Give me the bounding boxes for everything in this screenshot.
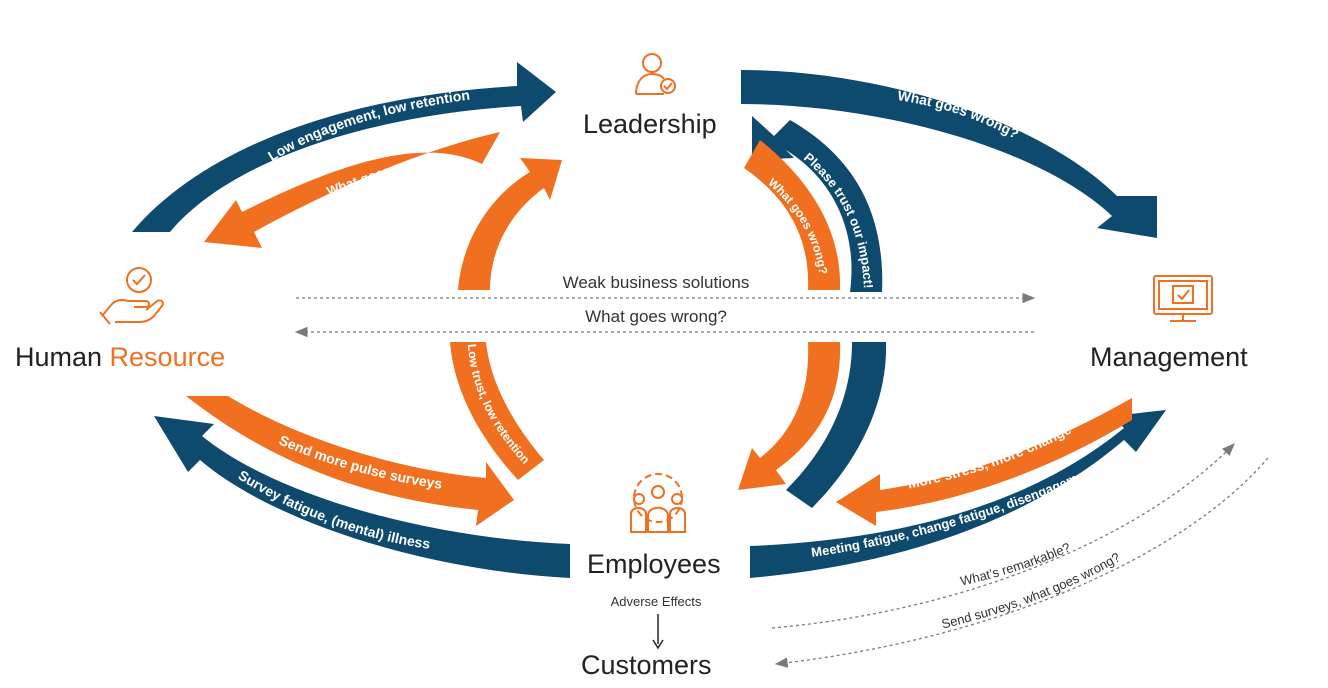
arrow-management-to-employees	[836, 398, 1132, 526]
arrow-employees-to-management	[750, 410, 1166, 578]
arrow-leadership-to-management	[741, 70, 1157, 238]
label-adverse-effects: Adverse Effects	[611, 594, 702, 609]
node-management: Management	[1090, 342, 1248, 372]
node-customers: Customers	[581, 650, 712, 680]
node-employees: Employees	[587, 549, 721, 579]
arrow-hr-to-employees	[186, 396, 514, 526]
arrow-center-down-employees	[738, 342, 841, 490]
node-leadership: Leadership	[583, 109, 717, 139]
center-label-what-goes-wrong: What goes wrong?	[585, 307, 727, 326]
dashed-arrow-send-surveys	[774, 457, 1269, 668]
arrow-center-up-leadership	[458, 158, 562, 290]
center-label-weak-solutions: Weak business solutions	[563, 273, 750, 292]
node-hr-part1: Human	[15, 342, 110, 372]
team-gear-icon	[630, 473, 686, 533]
hand-check-icon	[99, 267, 164, 325]
arrow-hr-to-leadership	[132, 62, 556, 232]
arrow-employees-to-hr	[154, 416, 570, 578]
arrow-management-to-leadership	[752, 116, 883, 292]
arrow-leadership-inner-orange	[744, 140, 841, 290]
arrow-leadership-to-hr	[204, 132, 500, 248]
node-hr-part2: Resource	[109, 342, 226, 372]
arrow-low-trust	[450, 342, 544, 480]
node-human-resource: Human Resource	[15, 342, 225, 373]
monitor-check-icon	[1153, 275, 1213, 322]
arrow-leadership-down-to-employees	[786, 342, 887, 508]
person-check-icon	[635, 53, 676, 95]
arrow-adverse-head	[652, 639, 664, 650]
